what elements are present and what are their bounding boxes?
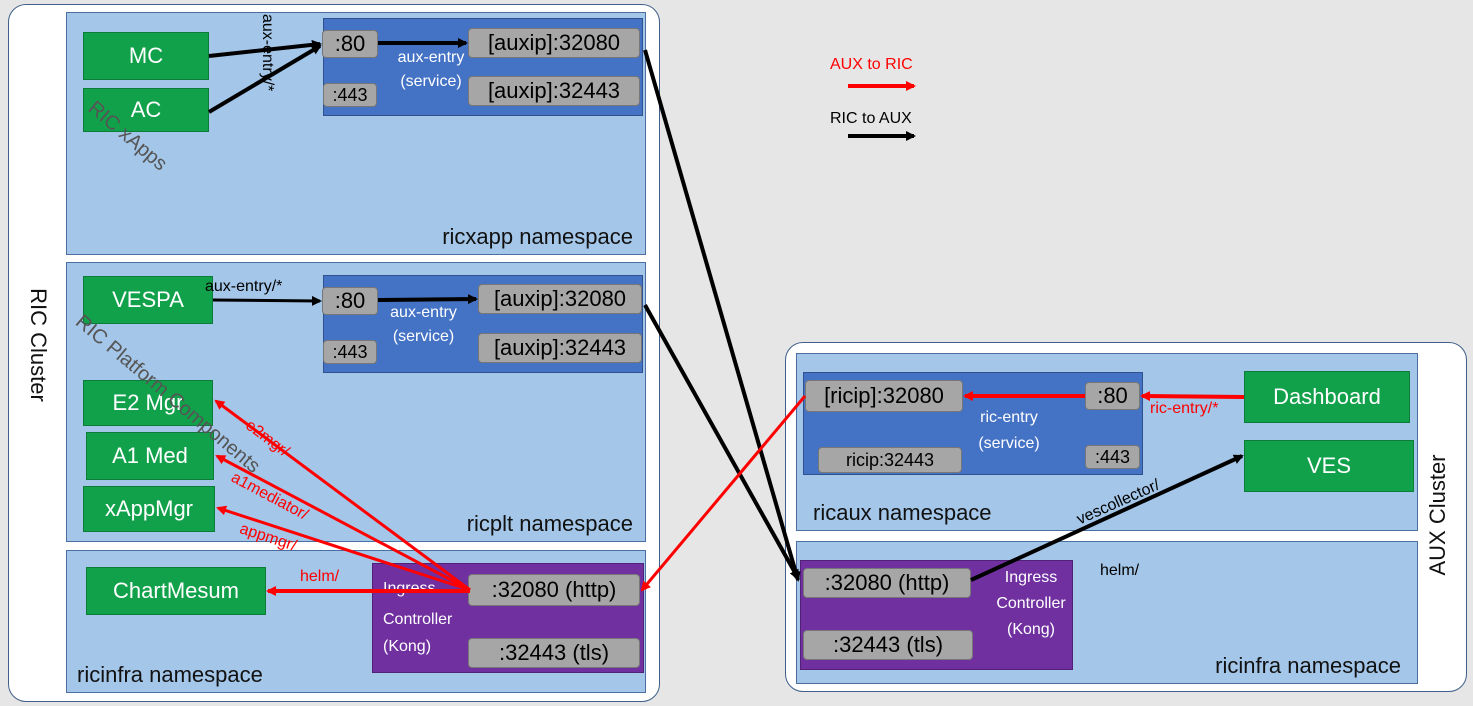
aux-entry-service-name: aux-entry [397,49,465,66]
arrow-ricip-to-ric-ingress [640,395,807,592]
ves-component[interactable]: VES [1244,440,1414,492]
port-ricip-32080: [ricip]:32080 [805,380,963,412]
port-443-plt: :443 [323,340,377,364]
aux-entry-service-type: (service) [400,73,462,90]
ricaux-namespace-label: ricaux namespace [813,500,992,525]
arrow-auxip-xapp-to-aux-ingress [643,49,801,582]
port-32443-tls-ric: :32443 (tls) [468,638,640,668]
edge-label-ric-entry: ric-entry/* [1150,400,1219,417]
ric-entry-service-type: (service) [978,435,1040,452]
dashboard-component[interactable]: Dashboard [1244,371,1410,423]
port-443-ricaux: :443 [1085,445,1140,469]
xappmgr-component[interactable]: xAppMgr [83,486,215,532]
ric-cluster-label: RIC Cluster [26,288,51,402]
ingress-ric-line1: Ingress [383,580,436,597]
port-ricip-32443: ricip:32443 [818,447,962,473]
chartmuseum-component[interactable]: ChartMesum [86,567,266,615]
ac-app[interactable]: AC [83,88,209,132]
port-auxip-32080-xapp: [auxip]:32080 [468,28,640,58]
ricplt-namespace-label: ricplt namespace [466,511,633,536]
edge-label-helm-aux: helm/ [1100,562,1140,579]
ricinfra-namespace-aux-label: ricinfra namespace [1215,653,1401,678]
port-80-ricaux: :80 [1085,382,1140,410]
port-auxip-32443-plt: [auxip]:32443 [478,333,642,363]
port-32080-http-ric: :32080 (http) [468,574,640,606]
ingress-aux-line3: (Kong) [1006,621,1056,638]
ingress-ric-line2: Controller [383,611,453,628]
ingress-aux-line1: Ingress [1004,569,1058,586]
edge-label-aux-entry-xapp: aux-entry/* [259,14,276,92]
aux-entry-service-plt-type: (service) [392,328,455,345]
aux-cluster-label: AUX Cluster [1425,454,1450,576]
port-auxip-32443-xapp: [auxip]:32443 [468,76,640,106]
mc-app[interactable]: MC [83,32,209,80]
port-80-xapp: :80 [322,30,378,58]
port-80-plt: :80 [322,287,378,315]
e2mgr-component[interactable]: E2 Mgr [83,380,213,426]
ric-entry-service-name: ric-entry [980,409,1038,426]
legend-aux-to-ric: AUX to RIC [830,56,913,73]
a1med-component[interactable]: A1 Med [86,432,214,480]
ricxapp-namespace-label: ricxapp namespace [442,224,633,249]
port-443-xapp: :443 [323,83,377,107]
arrow-auxip-plt-to-aux-ingress [643,304,800,580]
ingress-ric-line3: (Kong) [383,638,432,655]
port-32443-tls-aux: :32443 (tls) [803,630,973,660]
edge-label-helm-ric: helm/ [300,568,340,585]
ricinfra-namespace-ric-label: ricinfra namespace [77,662,263,687]
edge-label-aux-entry-plt: aux-entry/* [205,278,283,295]
port-32080-http-aux: :32080 (http) [803,568,971,598]
aux-entry-service-plt-name: aux-entry [390,304,457,321]
vespa-component[interactable]: VESPA [83,276,213,324]
legend-ric-to-aux: RIC to AUX [830,110,912,127]
port-auxip-32080-plt: [auxip]:32080 [478,284,642,314]
ingress-aux-line2: Controller [996,595,1066,612]
